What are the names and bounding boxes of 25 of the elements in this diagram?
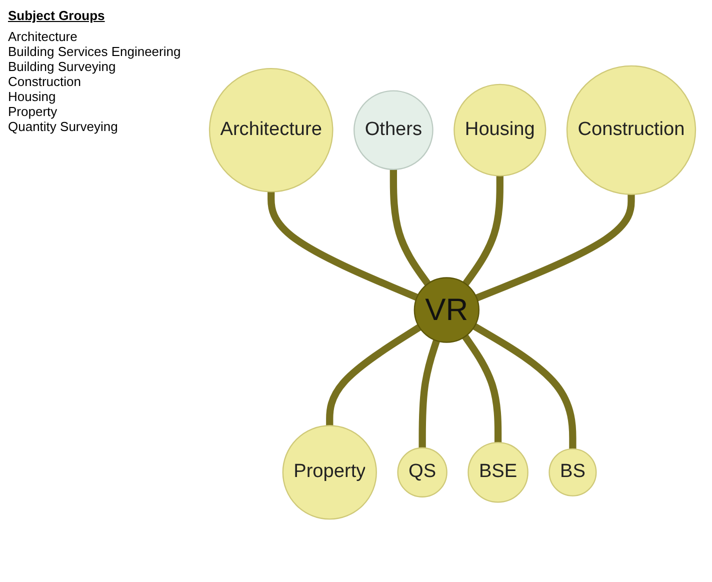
list-item: Building Surveying xyxy=(8,59,116,74)
connector xyxy=(462,176,504,286)
list-item: Property xyxy=(8,104,58,119)
list-item: Architecture xyxy=(8,29,78,44)
node-circle: BS xyxy=(548,448,597,496)
list-item: Housing xyxy=(8,89,56,104)
connector xyxy=(475,194,635,302)
node-circle: QS xyxy=(397,447,448,498)
node-circle: VR xyxy=(414,277,480,343)
node-circle: Others xyxy=(354,90,434,170)
connector xyxy=(462,334,502,443)
connector xyxy=(418,339,440,448)
node-circle: Architecture xyxy=(208,68,334,192)
list-item: Quantity Surveying xyxy=(8,119,118,134)
list-item: Building Services Engineering xyxy=(8,44,181,59)
list-item: Construction xyxy=(8,74,81,89)
list-heading: Subject Groups xyxy=(8,8,105,23)
connector xyxy=(268,192,418,301)
connector xyxy=(390,169,431,286)
node-circle: Property xyxy=(282,425,377,520)
node-circle: Housing xyxy=(454,84,546,176)
node-circle: BSE xyxy=(468,442,528,503)
node-circle: Construction xyxy=(566,65,696,195)
connector xyxy=(472,323,576,449)
connector xyxy=(326,324,422,426)
